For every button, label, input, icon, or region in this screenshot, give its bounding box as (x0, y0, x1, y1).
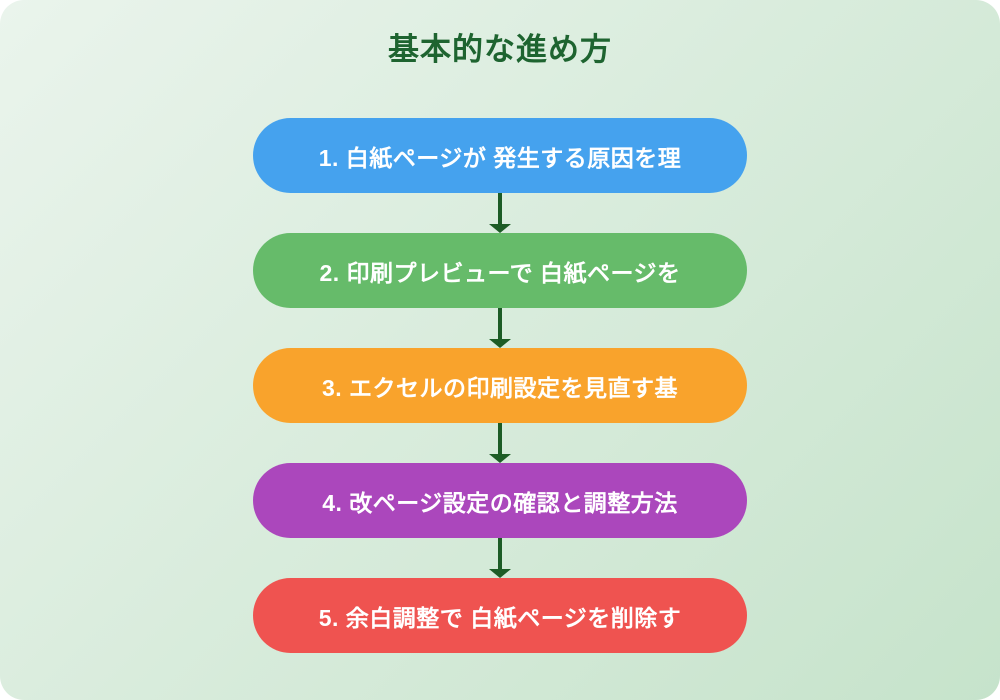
step-label: 3. エクセルの印刷設定を見直す基 (321, 374, 679, 401)
step-box-4: 4. 改ページ設定の確認と調整方法 (253, 463, 747, 538)
arrow-line (498, 308, 502, 339)
step-label: 2. 印刷プレビューで 白紙ページを (319, 259, 681, 286)
arrow-line (498, 538, 502, 569)
flow-steps: 1. 白紙ページが 発生する原因を理 2. 印刷プレビューで 白紙ページを 3.… (253, 118, 747, 653)
step-label: 5. 余白調整で 白紙ページを削除す (318, 604, 682, 631)
step-box-3: 3. エクセルの印刷設定を見直す基 (253, 348, 747, 423)
page-title: 基本的な進め方 (388, 32, 612, 67)
arrow-line (498, 423, 502, 454)
flow-arrow (488, 423, 512, 463)
flow-arrow (488, 193, 512, 233)
arrow-down-icon (489, 454, 511, 463)
step-box-5: 5. 余白調整で 白紙ページを削除す (253, 578, 747, 653)
step-label: 4. 改ページ設定の確認と調整方法 (322, 489, 678, 516)
step-box-1: 1. 白紙ページが 発生する原因を理 (253, 118, 747, 193)
flow-arrow (488, 308, 512, 348)
arrow-line (498, 193, 502, 224)
step-box-2: 2. 印刷プレビューで 白紙ページを (253, 233, 747, 308)
arrow-down-icon (489, 339, 511, 348)
arrow-down-icon (489, 224, 511, 233)
arrow-down-icon (489, 569, 511, 578)
flow-arrow (488, 538, 512, 578)
step-label: 1. 白紙ページが 発生する原因を理 (318, 144, 682, 171)
